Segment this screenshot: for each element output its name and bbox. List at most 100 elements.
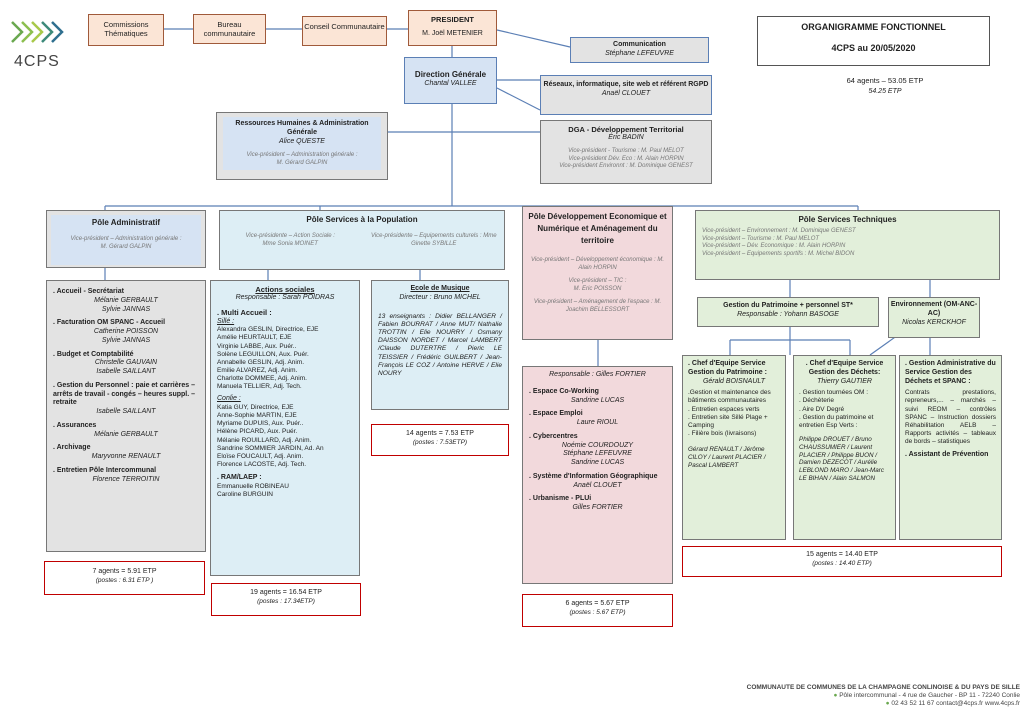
- phone-icon: ●: [885, 700, 892, 708]
- reseaux-name: Anaël CLOUET: [601, 89, 651, 97]
- env-box: Environnement (OM-ANC-AC) Nicolas KERCKH…: [888, 297, 980, 338]
- conseil-label: Conseil Communautaire: [304, 22, 385, 31]
- dga-box: DGA - Développement Territorial Éric BAD…: [540, 120, 712, 184]
- actions-multi: . Multi Accueil :: [217, 308, 272, 318]
- admin-item-heading: . Gestion du Personnel : paie et carrièr…: [53, 381, 195, 407]
- admin-item-names: Maryvonne RENAULT: [91, 453, 161, 460]
- commissions-label: Commissions Thématiques: [103, 20, 149, 39]
- gestion-box: . Gestion Administrative du Service Gest…: [899, 355, 1002, 540]
- chef1-text: .Gestion et maintenance des bâtiments co…: [688, 389, 771, 437]
- admin-item-heading: . Archivage: [53, 444, 91, 452]
- dga-name: Éric BADIN: [608, 134, 644, 142]
- pole-pop-vp2: Vice-présidente – Equipements culturels …: [370, 233, 497, 247]
- dev-item-heading: . Cybercentres: [529, 432, 578, 440]
- communication-box: Communication Stéphane LEFEUVRE: [570, 37, 709, 63]
- chef2-name: Thierry GAUTIER: [817, 377, 872, 385]
- dg-title: Direction Générale: [414, 70, 487, 79]
- pole-dev-vp2-name: M. Eric POISSON: [573, 285, 622, 292]
- footer-line2-text: Pôle intercommunal - 4 rue de Gaucher - …: [839, 692, 1020, 700]
- admin-item-names: Catherine POISSON Sylvie JANNAS: [93, 328, 159, 344]
- dev-item-heading: . Urbanisme - PLUi: [529, 495, 592, 503]
- logo-text: 4CPS: [14, 52, 60, 70]
- footer-line1: COMMUNAUTÉ DE COMMUNES DE LA CHAMPAGNE C…: [746, 684, 1020, 691]
- pole-dev-vp2: Vice-président – TIC :: [568, 278, 627, 284]
- pole-dev-agents: 6 agents = 5.67 ETP: [565, 600, 630, 607]
- pole-tech-agents: 15 agents = 14.40 ETP: [806, 551, 878, 558]
- admin-item: . Gestion du Personnel : paie et carrièr…: [53, 382, 199, 417]
- rh-vp-name: M. Gérard GALPIN: [276, 159, 328, 166]
- header-subtitle: 4CPS au 20/05/2020: [831, 43, 916, 54]
- pole-dev-count: 6 agents = 5.67 ETP (postes : 5.67 ETP): [522, 594, 673, 627]
- header-title: ORGANIGRAMME FONCTIONNEL: [801, 22, 946, 32]
- chef1-box: . Chef d'Equipe Service Gestion du Patri…: [682, 355, 786, 540]
- tech-vp: Vice-président – Equipements sportifs : …: [702, 250, 855, 257]
- pole-tech-title: Pôle Services Techniques: [798, 215, 897, 224]
- dg-name: Chantal VALLEE: [424, 80, 477, 87]
- pole-admin-postes: (postes : 6.31 ETP ): [95, 576, 154, 584]
- patrimoine-title: Gestion du Patrimoine + personnel ST*: [723, 302, 853, 309]
- dev-item-names: Noémie COURDOUZY Stéphane LEFEUVRE Sandr…: [561, 441, 634, 467]
- logo-chevrons-icon: [11, 21, 64, 43]
- location-icon: ●: [833, 692, 840, 700]
- env-title: Environnement (OM-ANC-AC): [890, 301, 978, 317]
- pole-dev-title: Pôle Développement Economique et Numériq…: [528, 212, 667, 245]
- musique-text: 13 enseignants : Didier BELLANGER / Fabi…: [378, 312, 502, 378]
- musique-postes: (postes : 7.53ETP): [412, 438, 468, 446]
- tech-vp: Vice-président – Environnement : M. Domi…: [702, 228, 856, 234]
- pole-pop-title: Pôle Services à la Population: [306, 215, 418, 224]
- pole-pop-vp1-name: Mme Sonia MOINET: [262, 240, 318, 247]
- tech-vp: Vice-président – Dév. Economique : M. Al…: [702, 243, 846, 249]
- dev-item-names: Gilles FORTIER: [572, 504, 623, 511]
- footer: COMMUNAUTÉ DE COMMUNES DE LA CHAMPAGNE C…: [690, 684, 1020, 714]
- chef2-box: . Chef d'Equipe Service Gestion des Déch…: [793, 355, 896, 540]
- bureau-box: Bureau communautaire: [193, 14, 266, 44]
- footer-line2: ● Pôle intercommunal - 4 rue de Gaucher …: [690, 692, 1020, 700]
- musique-count: 14 agents = 7.53 ETP (postes : 7.53ETP): [371, 424, 509, 456]
- header-etp-value: 54.25 ETP: [868, 88, 902, 96]
- musique-title: Ecole de Musique: [410, 285, 470, 292]
- commissions-box: Commissions Thématiques: [88, 14, 164, 46]
- chef2-title: . Chef d'Equipe Service Gestion des Déch…: [805, 360, 884, 376]
- dev-item-names: Anaël CLOUET: [573, 481, 622, 489]
- conseil-box: Conseil Communautaire: [302, 16, 387, 46]
- president-title: PRESIDENT: [431, 15, 474, 24]
- admin-item-names: Mélanie GERBAULT Sylvie JANNAS: [94, 296, 158, 313]
- rh-title: Ressources Humaines & Administration Gén…: [235, 120, 369, 136]
- rh-vp: Vice-président – Administration générale…: [246, 152, 358, 159]
- pole-admin-count: 7 agents = 5.91 ETP (postes : 6.31 ETP ): [44, 561, 205, 595]
- musique-dir: Directeur : Bruno MICHEL: [399, 293, 481, 301]
- pole-pop-header: Pôle Services à la Population Vice-prési…: [219, 210, 505, 270]
- pole-tech-postes: (postes : 14.40 ETP): [812, 559, 872, 567]
- actions-sille: Sillé :: [217, 317, 235, 325]
- rh-box: Ressources Humaines & Administration Gén…: [216, 112, 388, 180]
- president-name: M. Joël METENIER: [422, 30, 483, 38]
- gestion-assist: . Assistant de Prévention: [905, 451, 989, 459]
- pole-admin-vp: Vice-président – Administration générale…: [70, 236, 182, 242]
- actions-ram-staff: Emmanuelle ROBINEAU Caroline BURGUIN: [217, 482, 289, 498]
- footer-line3-text: 02 43 52 11 67 contact@4cps.fr www.4cps.…: [891, 700, 1020, 708]
- actions-resp: Responsable : Sarah POIDRAS: [235, 294, 335, 302]
- bureau-label: Bureau communautaire: [203, 20, 256, 39]
- chef2-text: . Gestion tournées OM : . Déchèterie . A…: [799, 389, 874, 429]
- patrimoine-resp: Responsable : Yohann BASOGE: [737, 310, 839, 318]
- dev-item-heading: . Espace Emploi: [529, 410, 583, 418]
- actions-conlie: Conlie :: [217, 395, 241, 403]
- admin-item-names: Isabelle SAILLANT: [96, 408, 156, 415]
- communication-name: Stéphane LEFEUVRE: [605, 49, 674, 57]
- dg-box: Direction Générale Chantal VALLEE: [404, 57, 497, 104]
- musique-agents: 14 agents = 7.53 ETP: [406, 430, 474, 437]
- dev-item-names: Sandrine LUCAS: [570, 396, 625, 404]
- admin-item-heading: . Assurances: [53, 421, 97, 429]
- pole-admin-title: Pôle Administratif: [91, 218, 161, 227]
- dev-item-heading: . Système d'Information Géographique: [529, 472, 658, 480]
- dga-title: DGA - Développement Territorial: [568, 125, 684, 134]
